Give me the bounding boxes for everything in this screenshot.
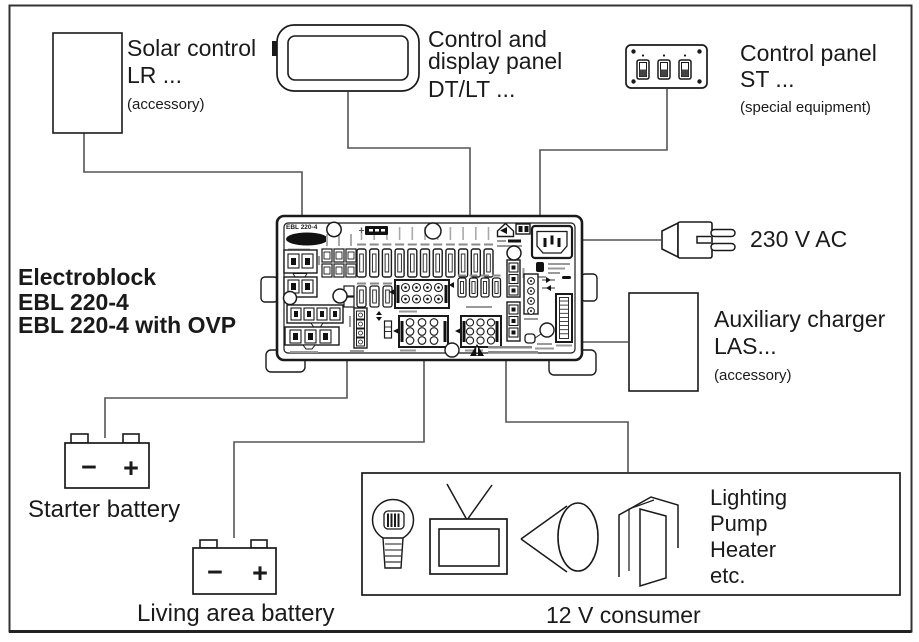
board-type-label: EBL 220-4 — [286, 224, 318, 231]
wire-display-to-board — [347, 92, 471, 216]
wires — [83, 89, 668, 538]
display-panel-label-line3: DT/LT ... — [428, 76, 516, 102]
living-plus-symbol: + — [252, 558, 268, 588]
wire-board-to-consumer — [505, 361, 629, 472]
horn-icon — [520, 502, 599, 573]
panel-screws — [631, 49, 702, 84]
consumer-items-list: Lighting Pump Heater etc. — [710, 485, 787, 589]
control-panel-note: (special equipment) — [740, 99, 871, 116]
aux-charger-box — [628, 292, 699, 392]
electroblock-title-line2: EBL 220-4 — [18, 289, 129, 315]
indicator-box — [497, 223, 531, 247]
ac-inlet-socket — [530, 224, 574, 279]
starter-minus-symbol: − — [81, 452, 97, 482]
terminal-grid-2 — [393, 315, 449, 352]
electroblock-board: EBL 220-4 — [260, 214, 598, 376]
terminal-grid-3 — [455, 315, 502, 352]
warning-triangle-icon — [470, 344, 538, 356]
living-battery-icon: − + — [192, 539, 277, 595]
lightbulb-icon — [371, 498, 415, 569]
aux-charger-label-line2: LAS... — [714, 333, 777, 359]
display-panel-icon — [272, 24, 420, 92]
control-panel-label-line1: Control panel — [740, 40, 877, 66]
aux-charger-label-line1: Auxiliary charger — [714, 306, 886, 332]
solar-control-note: (accessory) — [127, 96, 205, 113]
top-black-component — [359, 226, 388, 235]
electroblock-title-line1: Electroblock — [18, 264, 157, 290]
display-panel-label-line2: display panel — [428, 48, 563, 74]
tv-icon — [429, 483, 508, 575]
fuse-row-top — [356, 227, 494, 278]
consumer-item: Heater — [710, 537, 777, 562]
control-panel-label-line2: ST ... — [740, 66, 795, 92]
house-icon — [496, 222, 515, 238]
ladder-connector — [555, 293, 573, 347]
page-border — [8, 4, 913, 633]
solar-control-label-line2: LR ... — [127, 62, 182, 88]
right-connectors — [506, 259, 555, 342]
door-icon — [618, 496, 679, 588]
living-minus-symbol: − — [207, 557, 223, 587]
left-connector-blocks — [283, 249, 344, 353]
consumer-label: 12 V consumer — [546, 602, 701, 628]
display-panel-label-line1: Control and — [428, 26, 547, 52]
small-vertical-connector — [349, 307, 368, 352]
living-battery-label: Living area battery — [137, 600, 335, 627]
consumer-item: etc. — [710, 563, 746, 588]
starter-battery-label: Starter battery — [28, 496, 181, 523]
starter-plus-symbol: + — [123, 453, 139, 483]
fuse-row-second — [356, 274, 502, 308]
consumer-item: Pump — [710, 511, 768, 536]
mini-fuse-symbol — [376, 311, 393, 339]
aux-charger-note: (accessory) — [714, 367, 792, 384]
solar-control-box — [52, 32, 123, 134]
board-sticker — [286, 232, 328, 246]
switch-panel-icon — [625, 44, 708, 89]
board-holes — [282, 221, 555, 358]
solar-control-label-line1: Solar control — [127, 35, 257, 61]
mains-voltage-label: 230 V AC — [750, 226, 848, 252]
terminal-grid-1 — [389, 279, 450, 313]
electroblock-title-line3: EBL 220-4 with OVP — [18, 312, 237, 338]
consumer-item: Lighting — [710, 485, 788, 510]
mains-plug-icon — [661, 221, 736, 259]
wire-solar-to-board — [83, 133, 303, 216]
wire-board-to-living-battery — [233, 361, 425, 538]
wire-board-to-starter-battery — [104, 361, 348, 438]
wire-switchpanel-to-board — [539, 89, 668, 216]
rocker-switches — [636, 54, 692, 80]
relay-sockets — [321, 234, 357, 308]
starter-battery-icon: − + — [64, 433, 150, 489]
